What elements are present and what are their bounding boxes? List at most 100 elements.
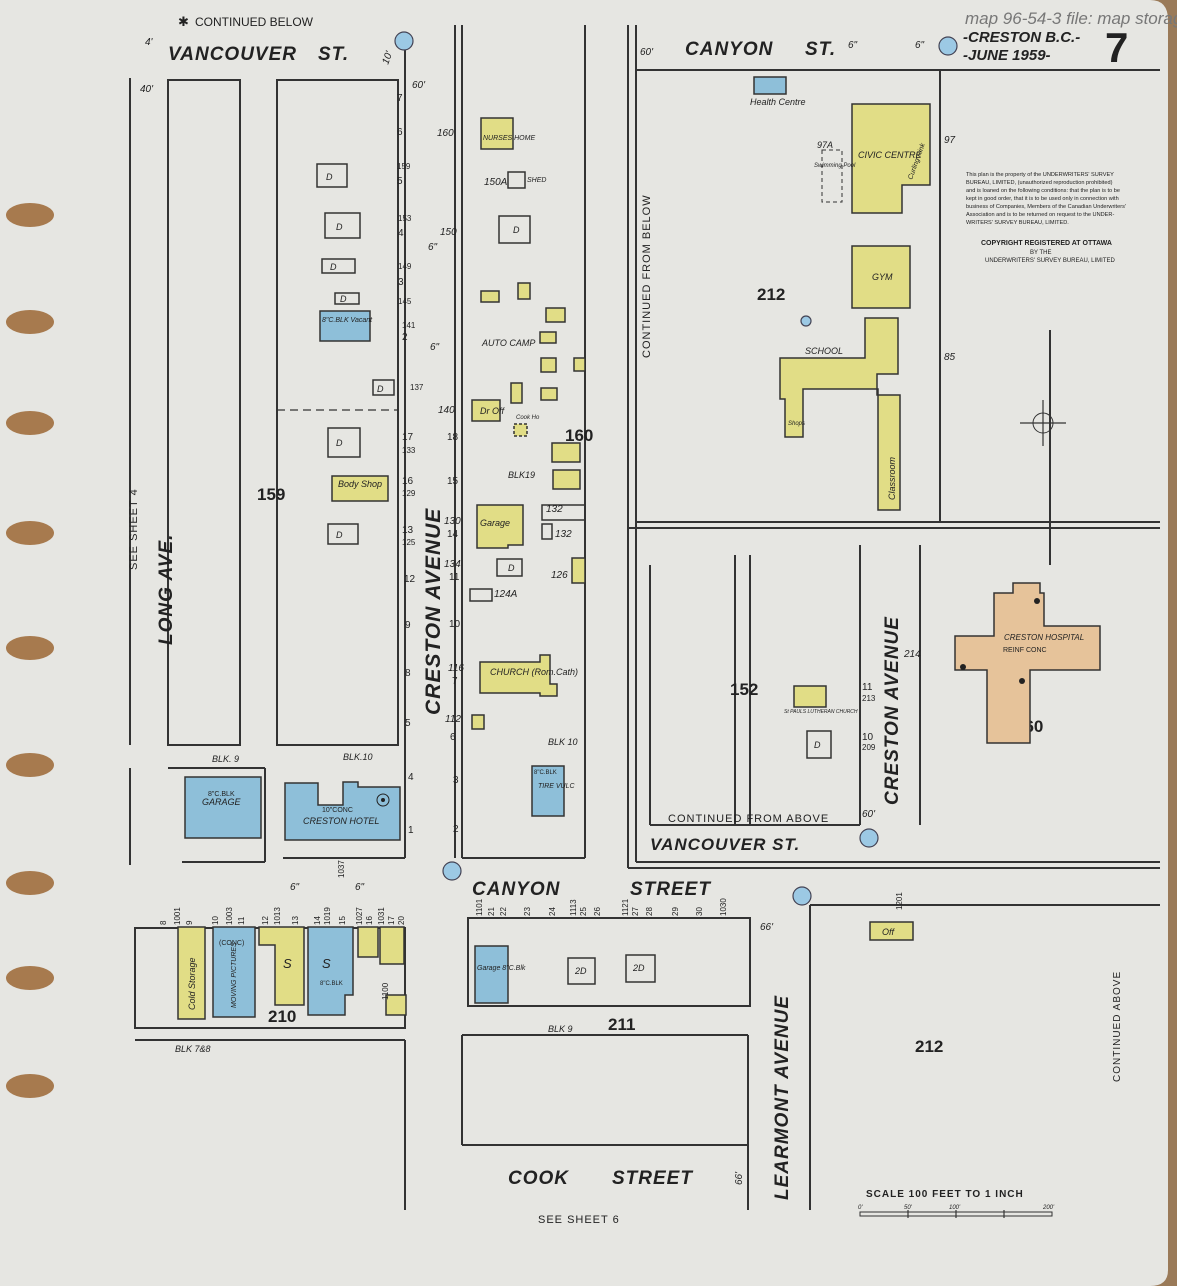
svg-text:kept in good order, that it is: kept in good order, that it is to be use… xyxy=(966,196,1119,202)
bottom-dwellings: 2D 2D xyxy=(567,954,656,985)
svg-text:D: D xyxy=(336,438,343,448)
ownership-note: This plan is the property of the UNDERWR… xyxy=(966,172,1126,264)
svg-text:149: 149 xyxy=(398,262,412,271)
svg-text:1100: 1100 xyxy=(381,982,390,1000)
street-dimensions: 40' 60' 60' 60' 66' 66' 10' 4' 6" 6" 6" … xyxy=(140,37,925,1185)
svg-text:and is loaned on the following: and is loaned on the following condition… xyxy=(966,188,1120,194)
street-street-bottom: STREET xyxy=(630,879,711,900)
doctor-office: Dr Off xyxy=(471,399,505,422)
svg-text:Cold Storage: Cold Storage xyxy=(187,957,197,1010)
compass-mark-icon: ✱ xyxy=(178,14,189,29)
svg-text:17: 17 xyxy=(387,916,396,925)
svg-text:3: 3 xyxy=(453,775,459,786)
svg-text:BY THE: BY THE xyxy=(1030,250,1051,256)
blk-19-label: BLK19 xyxy=(508,470,535,480)
svg-text:11: 11 xyxy=(862,682,873,693)
svg-text:SHED: SHED xyxy=(527,177,546,184)
continued-above[interactable]: CONTINUED ABOVE xyxy=(1112,971,1123,1082)
svg-text:150A: 150A xyxy=(484,177,508,188)
svg-text:Classroom: Classroom xyxy=(887,456,897,500)
creston-hotel: 10"CONC CRESTON HOTEL xyxy=(284,781,401,841)
school-gym: GYM SCHOOL Shops Classroom xyxy=(779,245,911,511)
svg-text:Health Centre: Health Centre xyxy=(750,97,806,107)
svg-text:126: 126 xyxy=(551,570,568,581)
nurses-home: NURSES HOME xyxy=(480,117,535,150)
continued-from-above[interactable]: CONTINUED FROM ABOVE xyxy=(668,813,829,825)
street-vancouver-top: VANCOUVER xyxy=(168,44,297,65)
svg-text:This plan is the property of t: This plan is the property of the UNDERWR… xyxy=(966,172,1114,178)
street-cook: COOK xyxy=(508,1168,569,1189)
continued-from-below[interactable]: CONTINUED FROM BELOW xyxy=(641,194,653,358)
svg-text:140: 140 xyxy=(438,405,455,416)
svg-text:1019: 1019 xyxy=(323,907,332,925)
fire-hydrants xyxy=(394,31,958,906)
svg-text:3: 3 xyxy=(398,277,404,288)
svg-text:D: D xyxy=(377,384,384,394)
svg-text:5: 5 xyxy=(405,718,411,729)
svg-text:29: 29 xyxy=(671,907,680,916)
svg-text:SCALE 100 FEET TO 1 INCH: SCALE 100 FEET TO 1 INCH xyxy=(866,1189,1024,1200)
svg-text:UNDERWRITERS' SURVEY BUREAU, L: UNDERWRITERS' SURVEY BUREAU, LIMITED xyxy=(985,258,1116,264)
svg-text:97A: 97A xyxy=(817,140,833,150)
svg-text:11: 11 xyxy=(449,572,460,583)
civic-centre: CIVIC CENTRE Curling Rink xyxy=(851,103,931,214)
svg-text:66': 66' xyxy=(734,1171,745,1185)
svg-text:17: 17 xyxy=(402,432,414,443)
svg-text:30: 30 xyxy=(695,907,704,916)
svg-text:153: 153 xyxy=(398,214,412,223)
date-title: -JUNE 1959- xyxy=(963,47,1051,64)
svg-text:Swimming Pool: Swimming Pool xyxy=(814,163,856,169)
svg-text:85: 85 xyxy=(944,352,956,363)
svg-text:CRESTON HOTEL: CRESTON HOTEL xyxy=(303,816,379,826)
see-sheet-4[interactable]: SEE SHEET 4 xyxy=(128,488,140,570)
svg-text:AUTO CAMP: AUTO CAMP xyxy=(481,338,535,348)
svg-text:2D: 2D xyxy=(632,963,645,973)
vacant-building: 8"C.BLK Vacant xyxy=(319,310,373,342)
creston-hospital: CRESTON HOSPITAL REINF CONC xyxy=(954,582,1101,744)
scale-bar: SCALE 100 FEET TO 1 INCH 0' 50' 100' 200… xyxy=(858,1189,1055,1218)
svg-text:11: 11 xyxy=(237,916,246,925)
blk-9-label: BLK. 9 xyxy=(212,754,239,764)
moving-pictures: (CONC) MOVING PICTURES xyxy=(212,926,256,1018)
svg-text:159: 159 xyxy=(397,162,411,171)
svg-text:BUREAU, LIMITED, (unauthorized: BUREAU, LIMITED, (unauthorized reproduct… xyxy=(966,180,1113,186)
svg-text:1031: 1031 xyxy=(377,907,386,925)
roman-catholic-church: CHURCH (Rom.Cath) xyxy=(479,654,578,697)
block-211: 211 xyxy=(608,1015,635,1034)
binder-holes xyxy=(6,203,54,1098)
addresses-middle: 160 150A 150 140 18 15 130 14 134 11 10 … xyxy=(437,128,572,835)
garage-middle: Garage xyxy=(476,504,524,549)
svg-text:Association and is to be retur: Association and is to be returned on req… xyxy=(966,212,1114,218)
svg-text:28: 28 xyxy=(645,907,654,916)
svg-text:14: 14 xyxy=(313,916,322,925)
svg-text:8"C.BLK: 8"C.BLK xyxy=(320,981,343,987)
garage-left: 8"C.BLK GARAGE xyxy=(184,776,262,839)
svg-text:22: 22 xyxy=(499,907,508,916)
cold-storage: Cold Storage xyxy=(177,926,206,1020)
block-210: 210 xyxy=(268,1007,296,1026)
svg-text:2D: 2D xyxy=(574,966,587,976)
svg-text:6": 6" xyxy=(848,40,858,51)
street-learmont: LEARMONT AVENUE xyxy=(772,995,793,1200)
block-159: 159 xyxy=(257,485,285,504)
continued-below-note: CONTINUED BELOW xyxy=(195,15,314,29)
svg-text:8: 8 xyxy=(405,668,411,679)
svg-text:1003: 1003 xyxy=(225,907,234,925)
svg-text:0': 0' xyxy=(858,1205,863,1211)
svg-text:NURSES HOME: NURSES HOME xyxy=(483,135,535,142)
svg-text:CHURCH (Rom.Cath): CHURCH (Rom.Cath) xyxy=(490,667,578,677)
svg-text:145: 145 xyxy=(398,297,412,306)
svg-text:1: 1 xyxy=(408,825,414,836)
see-sheet-6[interactable]: SEE SHEET 6 xyxy=(538,1214,620,1226)
svg-text:10': 10' xyxy=(380,49,395,66)
svg-text:213: 213 xyxy=(862,694,876,703)
svg-text:Off: Off xyxy=(882,927,896,937)
svg-text:12: 12 xyxy=(261,916,270,925)
svg-text:112: 112 xyxy=(445,714,461,725)
svg-text:21: 21 xyxy=(487,907,496,916)
svg-text:20: 20 xyxy=(397,916,406,925)
svg-text:6": 6" xyxy=(430,342,440,353)
svg-text:132: 132 xyxy=(555,529,572,540)
svg-text:8"C.BLK Vacant: 8"C.BLK Vacant xyxy=(322,317,373,324)
small-stores xyxy=(357,926,407,1016)
